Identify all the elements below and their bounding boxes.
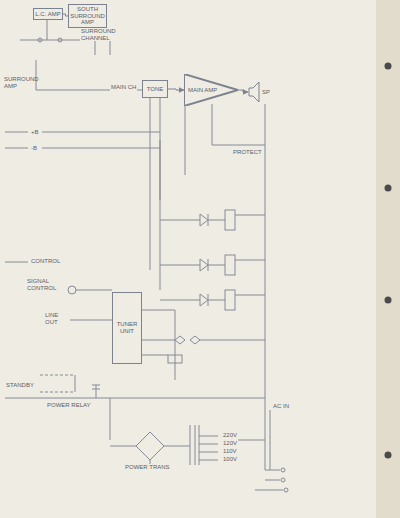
signal-label: MAIN CH bbox=[110, 84, 137, 91]
signal-label: LINE OUT bbox=[44, 312, 70, 325]
binder-holes bbox=[385, 63, 392, 459]
amplifier-triangle: MAIN AMP bbox=[184, 74, 238, 106]
signal-label: SIGNAL CONTROL bbox=[26, 278, 62, 291]
speaker-symbol: SP bbox=[248, 80, 278, 104]
signal-label: 120V bbox=[222, 440, 238, 447]
signal-label: 220V bbox=[222, 432, 238, 439]
node-text: MAIN AMP bbox=[188, 87, 217, 94]
node-text: SP bbox=[262, 89, 270, 96]
wiring bbox=[5, 20, 288, 492]
signal-label: STANDBY bbox=[5, 382, 35, 389]
signal-label: -B bbox=[30, 145, 38, 152]
signal-label: +B bbox=[30, 129, 40, 136]
node-text: TONE bbox=[147, 86, 164, 93]
signal-label: 110V bbox=[222, 448, 238, 455]
binder-strip bbox=[376, 0, 400, 518]
signal-label: POWER TRANS bbox=[124, 464, 171, 471]
signal-connector bbox=[168, 89, 184, 90]
node-text: TUNER UNIT bbox=[113, 321, 141, 334]
tuner-box: TUNER UNIT bbox=[112, 292, 142, 364]
signal-connector bbox=[238, 90, 248, 92]
amp-box: SOUTH SURROUND AMP bbox=[68, 4, 107, 28]
signal-label: POWER RELAY bbox=[46, 402, 92, 409]
signal-label: 100V bbox=[222, 456, 238, 463]
node-text: SOUTH SURROUND AMP bbox=[69, 6, 106, 26]
signal-label: PROTECT bbox=[232, 149, 263, 156]
amp-box: L.C. AMP bbox=[33, 8, 63, 20]
node-text: L.C. AMP bbox=[35, 11, 60, 18]
signal-label: SURROUND CHANNEL bbox=[80, 28, 142, 41]
signal-label: SURROUND AMP bbox=[3, 76, 35, 89]
signal-label: AC IN bbox=[272, 403, 290, 410]
tone-box: TONE bbox=[142, 80, 168, 98]
signal-label: CONTROL bbox=[30, 258, 61, 265]
